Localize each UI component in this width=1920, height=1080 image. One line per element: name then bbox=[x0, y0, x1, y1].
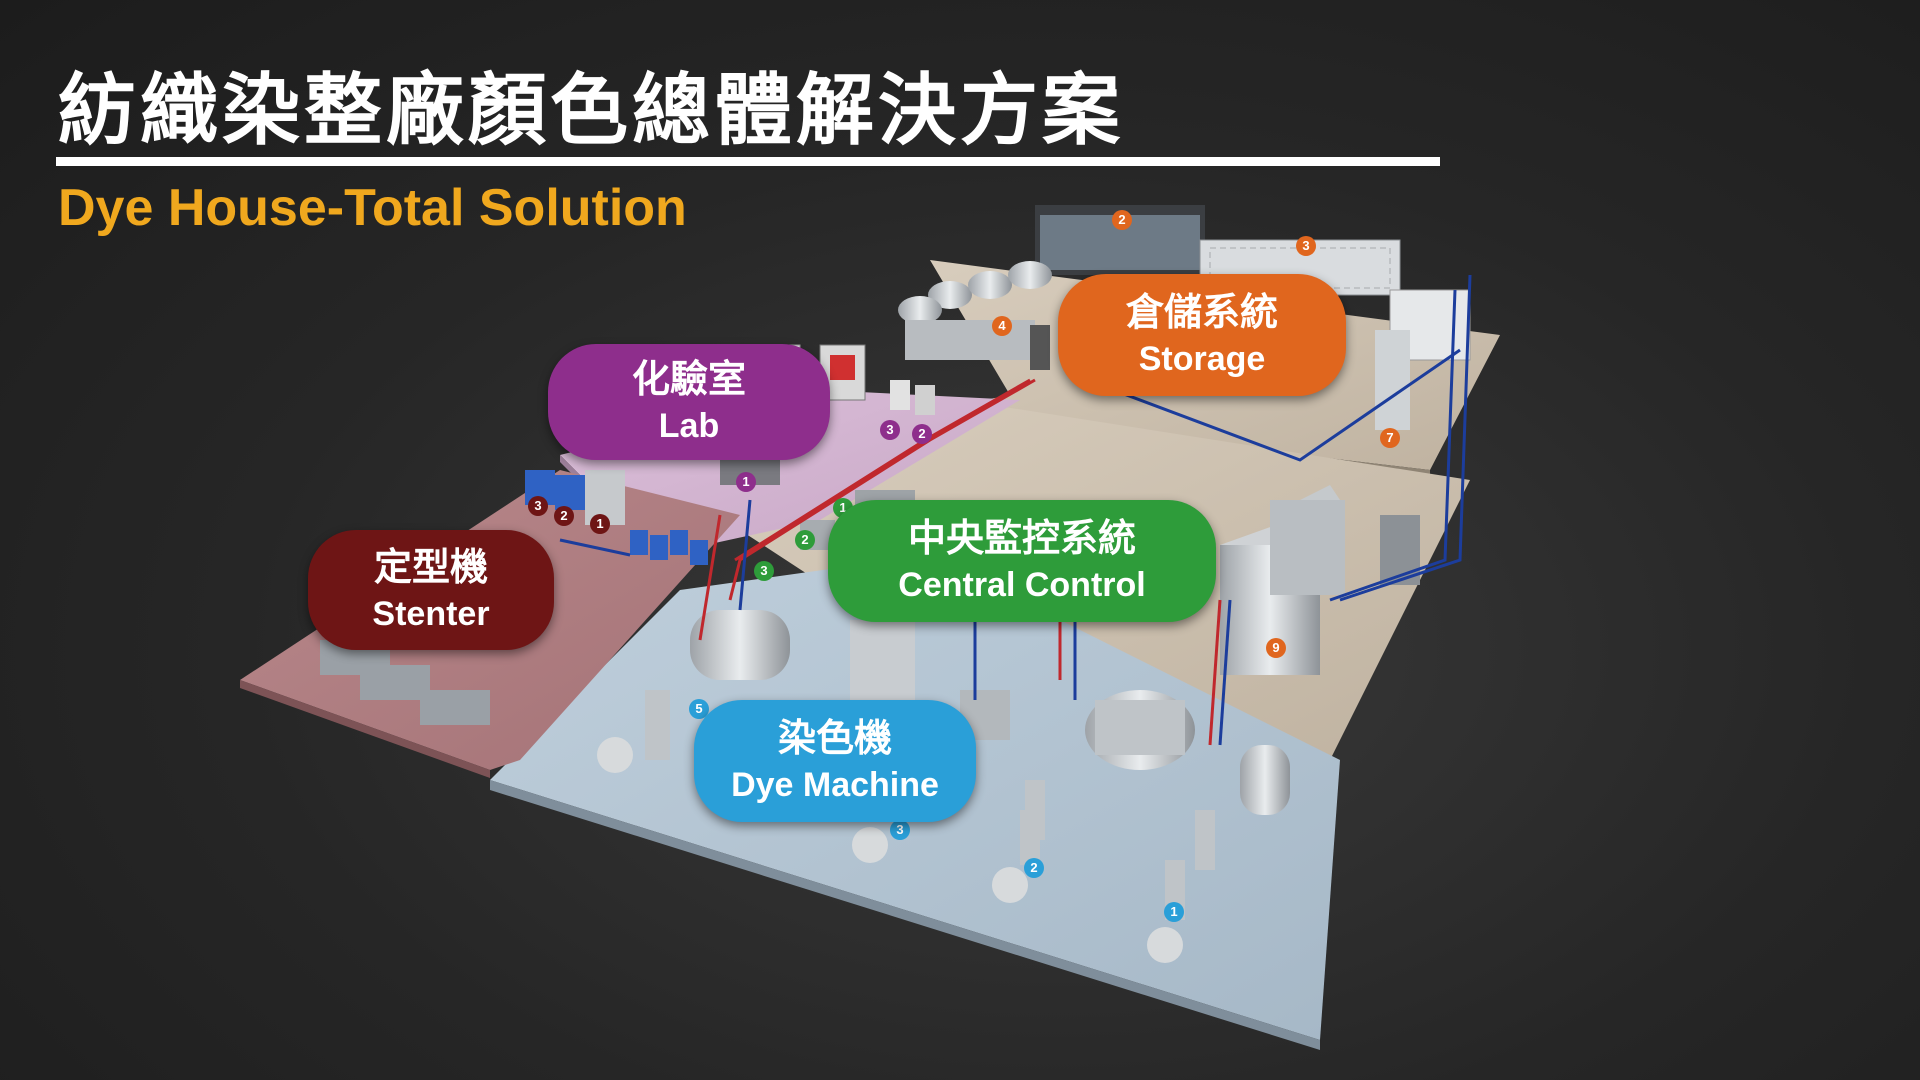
dye-machine-badge: 1 bbox=[1164, 902, 1184, 922]
stenter-label-en: Stenter bbox=[372, 595, 490, 633]
storage-badge: 7 bbox=[1380, 428, 1400, 448]
stenter-label: 定型機 Stenter bbox=[308, 530, 554, 650]
central-control-label-zh: 中央監控系統 bbox=[907, 516, 1136, 560]
lab-label-en: Lab bbox=[658, 407, 720, 445]
dye-machine-label-zh: 染色機 bbox=[777, 716, 892, 760]
dye-machine-label-en: Dye Machine bbox=[731, 766, 939, 804]
dye-machine-badge: 2 bbox=[1024, 858, 1044, 878]
storage-label-zh: 倉儲系統 bbox=[1125, 290, 1278, 334]
central-control-badge: 2 bbox=[795, 530, 815, 550]
central-control-badge: 3 bbox=[754, 561, 774, 581]
storage-badge: 4 bbox=[992, 316, 1012, 336]
dye-machine-label: 染色機 Dye Machine bbox=[694, 700, 976, 822]
lab-label: 化驗室 Lab bbox=[548, 344, 830, 460]
storage-label: 倉儲系統 Storage bbox=[1058, 274, 1346, 396]
page-title: 紡織染整廠顏色總體解決方案 bbox=[58, 66, 1125, 156]
lab-badge: 1 bbox=[736, 472, 756, 492]
stenter-badge: 3 bbox=[528, 496, 548, 516]
stenter-badge: 1 bbox=[590, 514, 610, 534]
stenter-badge: 2 bbox=[554, 506, 574, 526]
storage-badge: 3 bbox=[1296, 236, 1316, 256]
storage-badge: 9 bbox=[1266, 638, 1286, 658]
lab-badge: 3 bbox=[880, 420, 900, 440]
dye-machine-badge: 3 bbox=[890, 820, 910, 840]
central-control-label: 中央監控系統 Central Control bbox=[828, 500, 1216, 622]
dye-machine-badge: 5 bbox=[689, 699, 709, 719]
storage-badge: 2 bbox=[1112, 210, 1132, 230]
central-control-equipment bbox=[800, 485, 1420, 675]
lab-label-zh: 化驗室 bbox=[631, 357, 746, 401]
lab-badge: 2 bbox=[912, 424, 932, 444]
central-control-label-en: Central Control bbox=[898, 566, 1146, 604]
storage-label-en: Storage bbox=[1138, 340, 1266, 378]
page-subtitle: Dye House-Total Solution bbox=[58, 179, 687, 237]
title-divider bbox=[56, 157, 1440, 166]
stenter-label-zh: 定型機 bbox=[373, 545, 488, 589]
